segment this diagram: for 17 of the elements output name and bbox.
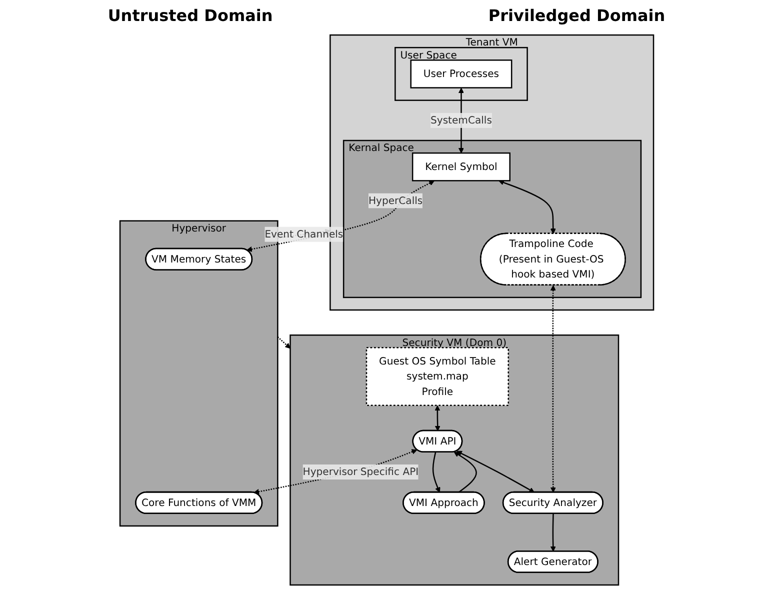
- domain-heading: Priviledged Domain: [488, 6, 666, 24]
- arrow: [432, 452, 440, 493]
- arrow: [550, 514, 556, 552]
- node-box: Guest OS Symbol Table system.map Profile: [366, 347, 509, 406]
- arrow: [498, 180, 556, 234]
- arrow: [434, 405, 440, 432]
- node-box: Kernel Symbol: [412, 152, 510, 182]
- node-box: User Processes: [410, 60, 512, 88]
- arrow: [550, 285, 556, 493]
- edge-label: Event Channels: [264, 228, 343, 240]
- edge-label: SystemCalls: [430, 114, 492, 126]
- arrow: [454, 452, 477, 493]
- edge-label: HyperCalls: [368, 194, 422, 206]
- edge-label: Hypervisor Specific API: [302, 466, 418, 478]
- domain-heading: Untrusted Domain: [108, 6, 273, 24]
- arrow: [276, 336, 290, 349]
- arrow: [456, 450, 534, 493]
